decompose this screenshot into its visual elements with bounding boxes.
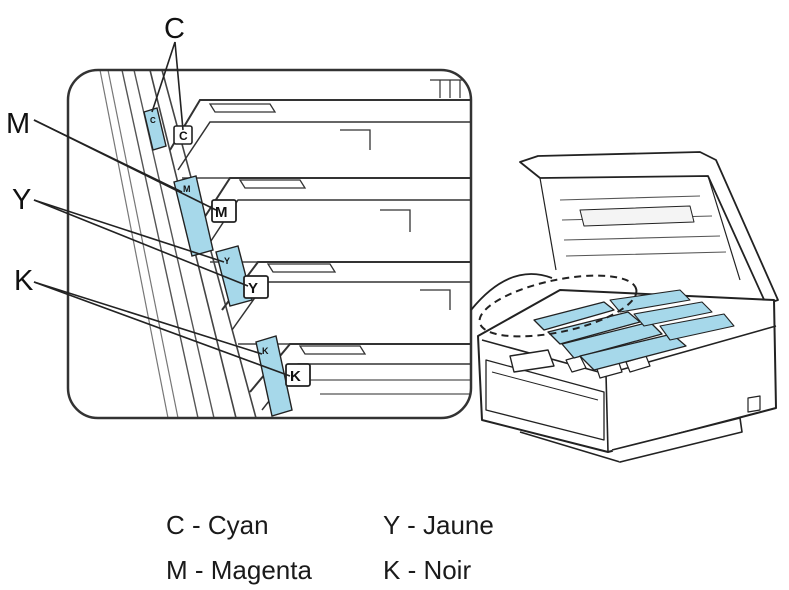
blue-tab-label-yellow: Y <box>224 256 230 266</box>
highlight-ellipse <box>478 274 638 338</box>
callout-k: K <box>14 265 34 297</box>
key-tab-label-cyan: C <box>179 129 188 143</box>
key-tab-label-black: K <box>290 368 301 385</box>
detail-drawing: C M Y K C M <box>68 70 471 418</box>
leader-line-y-key <box>33 199 249 287</box>
legend-black: K - Noir <box>383 555 472 585</box>
blue-tab-label-magenta: M <box>183 184 191 194</box>
blue-tab-label-cyan: C <box>150 116 156 125</box>
blue-tab-yellow: Y <box>215 245 253 307</box>
leader-line-k-key <box>33 281 291 377</box>
callout-c: C <box>164 13 185 45</box>
blue-tab-label-black: K <box>262 346 269 356</box>
blue-tab-magenta: M <box>173 175 214 257</box>
legend-magenta: M - Magenta <box>166 555 312 585</box>
toner-cartridges <box>533 289 735 371</box>
leader-line-k-tab <box>33 281 263 355</box>
printer-top-cover <box>519 151 779 305</box>
detail-panel: C M Y K C M <box>66 68 473 420</box>
key-tab-label-magenta: M <box>215 204 228 221</box>
printer <box>470 151 779 463</box>
zoom-connector-line <box>470 273 553 311</box>
leader-line-c-tab <box>151 41 176 113</box>
front-panel <box>485 359 605 441</box>
detail-panel-border <box>66 68 473 420</box>
legend-yellow: Y - Jaune <box>383 510 494 540</box>
key-tab-black: K <box>285 363 311 387</box>
leader-line-c-key <box>174 41 184 131</box>
callout-m: M <box>6 108 30 140</box>
callout-y: Y <box>12 184 31 216</box>
legend-cyan: C - Cyan <box>166 510 269 540</box>
control-panel-display <box>509 349 555 373</box>
key-tab-yellow: Y <box>243 275 269 299</box>
leader-line-m-key <box>33 119 217 211</box>
key-tab-label-yellow: Y <box>248 280 258 297</box>
leader-line-y-tab <box>33 199 225 263</box>
callouts: C M Y K <box>6 13 291 377</box>
blue-tab-black: K <box>255 335 293 417</box>
key-tab-magenta: M <box>211 199 237 223</box>
